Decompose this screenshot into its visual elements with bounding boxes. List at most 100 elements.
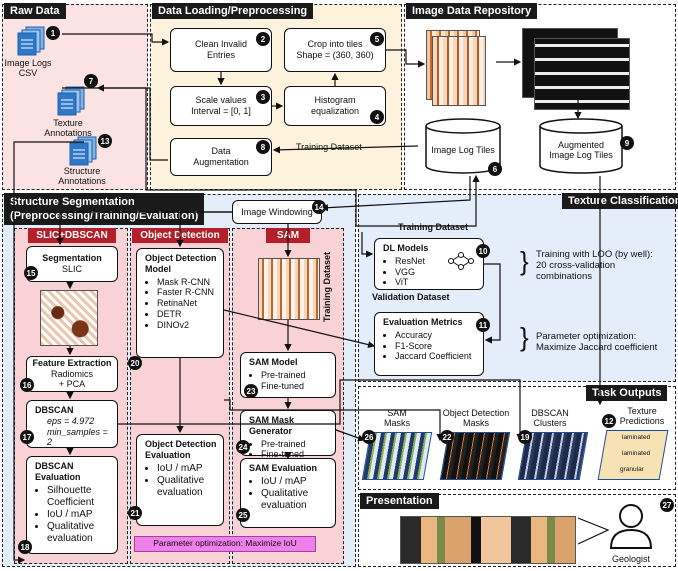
task-outputs-title: Task Outputs bbox=[586, 385, 668, 401]
sam-gen-title: SAM Mask Generator bbox=[249, 415, 295, 436]
feature-extraction-box: Feature Extraction Radiomics + PCA bbox=[26, 356, 118, 392]
dbscan-eval-list: Silhouette Coefficient IoU / mAP Qualita… bbox=[35, 485, 115, 545]
step-badge-15: 15 bbox=[24, 266, 38, 280]
loo-line3: combinations bbox=[536, 270, 592, 282]
sam-model-title: SAM Model bbox=[249, 357, 298, 367]
od-eval-title: Object Detection Evaluation bbox=[145, 439, 217, 460]
dbscan-clusters-line1: DBSCAN bbox=[531, 408, 569, 418]
data-loading-title: Data Loading/Preprocessing bbox=[152, 3, 314, 19]
image-windowing-box: Image Windowing bbox=[232, 200, 322, 224]
step-badge-16: 16 bbox=[20, 378, 34, 392]
crop-line2: Shape = (360, 360) bbox=[296, 50, 374, 60]
image-log-tiles-thumbnail-2 bbox=[432, 36, 486, 106]
step-badge-7: 7 bbox=[84, 74, 98, 88]
eval-metrics-list: Accuracy F1-Score Jaccard Coefficient bbox=[383, 330, 471, 362]
texture-annotations-line2: Annotations bbox=[44, 128, 92, 139]
step-badge-24: 24 bbox=[236, 440, 250, 454]
sam-model-item: Pre-trained bbox=[261, 370, 306, 381]
sam-evaluation-box: SAM Evaluation IoU / mAP Qualitative eva… bbox=[240, 458, 336, 528]
dbscan-clusters-line2: Clusters bbox=[533, 418, 567, 429]
step-badge-25: 25 bbox=[236, 508, 250, 522]
step-badge-4: 4 bbox=[370, 110, 384, 124]
augmented-tiles-database-icon bbox=[539, 118, 623, 174]
dl-model-item: ViT bbox=[395, 277, 425, 288]
texture-pred-line1: Texture bbox=[627, 406, 657, 416]
od-model-item: Faster R-CNN bbox=[157, 287, 214, 298]
clean-invalid-entries-box: Clean Invalid Entries bbox=[170, 28, 272, 72]
hist-line2: equalization bbox=[310, 106, 360, 116]
od-model-item: RetinaNet bbox=[157, 298, 214, 309]
step-badge-3: 3 bbox=[256, 90, 270, 104]
aug-line1: Data bbox=[211, 146, 231, 157]
dbscan-eps: eps = 4.972 bbox=[47, 415, 95, 426]
step-badge-8: 8 bbox=[256, 140, 270, 154]
texture-annotations-file-icon bbox=[57, 86, 85, 116]
eval-metric-item: F1-Score bbox=[395, 341, 471, 352]
structure-annotations-line2: Annotations bbox=[58, 176, 106, 187]
texture-annotations-label: Texture Annotations bbox=[38, 118, 98, 139]
od-eval-item: IoU / mAP bbox=[157, 463, 221, 475]
param-note: Parameter optimization: Maximize Jaccard… bbox=[536, 331, 658, 354]
dbscan-eval-item: Qualitative evaluation bbox=[47, 521, 115, 545]
texture-training-dataset-label: Training Dataset bbox=[398, 222, 469, 232]
od-masks-label: Object Detection Masks bbox=[434, 408, 518, 429]
sam-gen-list: Pre-trained Fine-tuned bbox=[249, 439, 306, 461]
sam-eval-item: IoU / mAP bbox=[261, 476, 333, 488]
dbscan-eval-item: IoU / mAP bbox=[47, 509, 115, 521]
param-line2: Maximize Jaccard coefficient bbox=[536, 341, 658, 353]
step-badge-21: 21 bbox=[128, 506, 142, 520]
step-badge-26: 26 bbox=[362, 430, 376, 444]
sam-model-item: Fine-tuned bbox=[261, 381, 306, 392]
feature-title: Feature Extraction bbox=[32, 357, 112, 368]
presentation-strip bbox=[400, 516, 576, 564]
step-badge-6: 6 bbox=[488, 162, 502, 176]
speech-pointer-icon bbox=[578, 517, 610, 545]
step-badge-17: 17 bbox=[20, 430, 34, 444]
hist-line1: Histogram bbox=[314, 95, 356, 106]
sam-eval-list: IoU / mAP Qualitative evaluation bbox=[249, 476, 333, 512]
image-log-tiles-label: Image Log Tiles bbox=[431, 145, 495, 155]
step-badge-19: 19 bbox=[518, 430, 532, 444]
aug-line2: Augmentation bbox=[193, 157, 249, 167]
training-dataset-label-loading: Training Dataset bbox=[296, 142, 362, 152]
histogram-equalization-box: Histogram equalization bbox=[284, 86, 386, 126]
image-log-tiles-database-icon bbox=[425, 118, 501, 174]
data-augmentation-box: Data Augmentation bbox=[170, 138, 272, 176]
od-model-item: DINOv2 bbox=[157, 320, 214, 331]
structure-seg-title-line1: Structure Segmentation bbox=[10, 196, 135, 208]
sam-gen-item: Pre-trained bbox=[261, 439, 306, 450]
od-model-item: DETR bbox=[157, 309, 214, 320]
sam-masks-label: SAM Masks bbox=[372, 408, 422, 429]
loo-note: Training with LOO (by well): 20 cross-va… bbox=[536, 249, 653, 283]
clean-line1: Clean Invalid bbox=[194, 39, 248, 50]
step-badge-1: 1 bbox=[46, 26, 60, 40]
brace-loo: } bbox=[520, 246, 529, 276]
structure-annotations-label: Structure Annotations bbox=[52, 166, 112, 187]
dbscan-evaluation-box: DBSCAN Evaluation Silhouette Coefficient… bbox=[26, 456, 118, 554]
od-model-list: Mask R-CNN Faster R-CNN RetinaNet DETR D… bbox=[145, 277, 214, 331]
texture-label-item: granular bbox=[620, 466, 644, 473]
sam-input-thumbnail bbox=[258, 258, 320, 320]
dbscan-title: DBSCAN bbox=[35, 405, 74, 415]
scale-values-box: Scale values Interval = [0, 1] bbox=[170, 86, 272, 126]
dl-models-list: ResNet VGG ViT bbox=[383, 256, 425, 288]
sam-eval-item: Qualitative evaluation bbox=[261, 488, 333, 512]
evaluation-metrics-box: Evaluation Metrics Accuracy F1-Score Jac… bbox=[374, 312, 484, 376]
image-logs-label: Image Logs CSV bbox=[2, 58, 54, 79]
loo-line2: 20 cross-validation bbox=[536, 259, 616, 271]
texture-annotations-line1: Texture bbox=[53, 118, 83, 128]
clean-line2: Entries bbox=[206, 50, 235, 60]
texture-predictions-label: Texture Predictions bbox=[612, 406, 672, 427]
raw-data-title: Raw Data bbox=[4, 3, 66, 19]
od-eval-item: Qualitative evaluation bbox=[157, 475, 221, 499]
structure-seg-title-line2: (Preprocessing/Training/Evaluation) bbox=[10, 210, 199, 222]
object-detection-model-box: Object Detection Model Mask R-CNN Faster… bbox=[136, 248, 224, 358]
slic-dbscan-label: SLIC+DBSCAN bbox=[28, 228, 116, 243]
brace-param: } bbox=[520, 322, 529, 352]
step-badge-11: 11 bbox=[476, 318, 490, 332]
texture-pred-line2: Predictions bbox=[619, 416, 665, 427]
slic-title: Segmentation bbox=[42, 253, 102, 264]
dbscan-eval-item: Silhouette Coefficient bbox=[47, 485, 115, 509]
image-logs-line2: CSV bbox=[18, 68, 38, 79]
